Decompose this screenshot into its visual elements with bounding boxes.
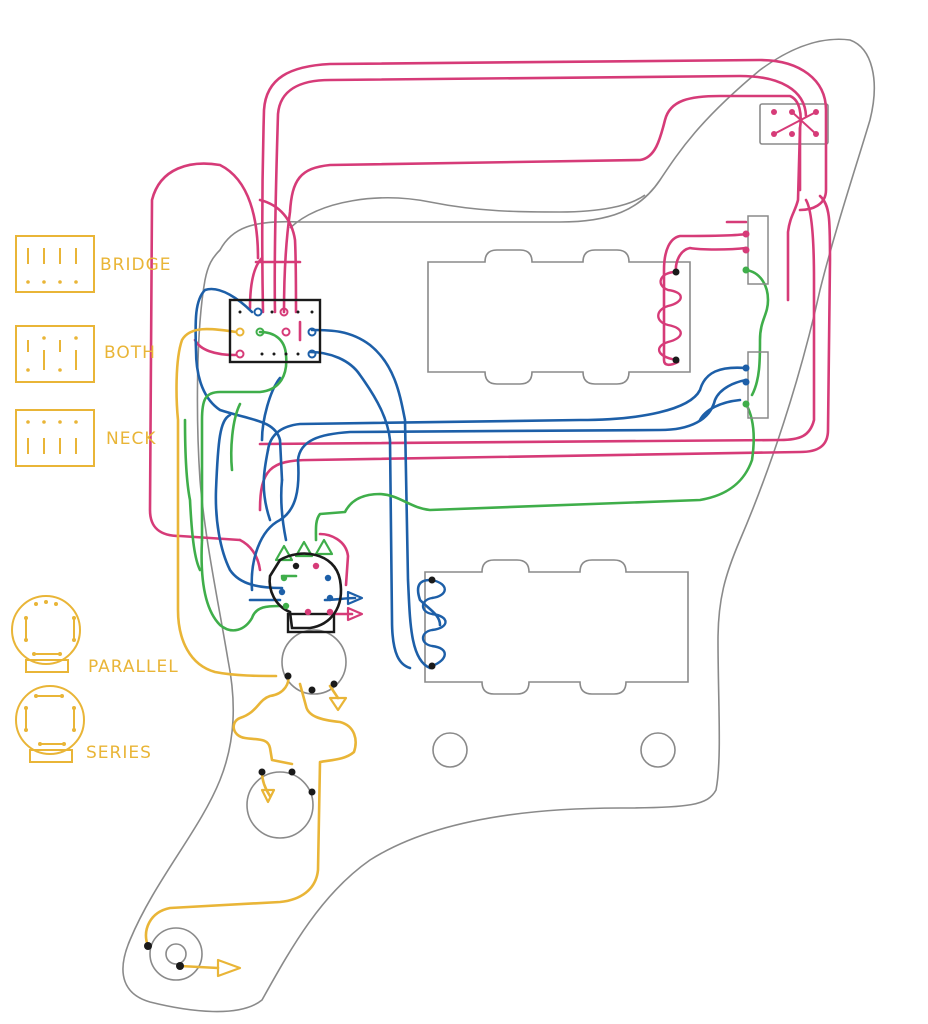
arrow-green-1 (274, 544, 294, 562)
label-neck: NECK (106, 429, 156, 449)
bridge-coil-terminal-top (428, 576, 436, 584)
rhythm-switch (771, 109, 819, 137)
jack-terminals (144, 942, 184, 970)
tone-pot-outline (281, 629, 347, 695)
pink-wires (148, 58, 832, 616)
rhythm-switch-plate (759, 103, 829, 145)
green-wires (183, 268, 770, 632)
arrow-pink-1 (346, 606, 364, 622)
neck-pickup-coil (657, 270, 682, 362)
jack-outer (149, 927, 203, 981)
arrow-green-3 (314, 538, 334, 556)
neck-terminal-strip (742, 215, 769, 285)
label-both: BOTH (104, 343, 156, 363)
ground-arrow-yellow-2 (260, 788, 276, 804)
neck-coil-terminal-top (672, 268, 680, 276)
pickguard-edge (122, 38, 876, 1013)
bridge-pickup-coil (421, 578, 447, 668)
mount-hole-right (640, 732, 676, 768)
blue-wires (194, 287, 748, 670)
tone-pot-terminals (284, 672, 338, 694)
label-series: SERIES (86, 743, 152, 763)
legend-parallel-pot (11, 595, 81, 673)
pickguard-outline (122, 38, 876, 1013)
arrow-blue-1 (346, 590, 364, 606)
legend-switch-both (15, 325, 95, 383)
yellow-wires (144, 327, 357, 970)
arrow-green-2 (294, 540, 314, 558)
neck-pickup-cutout (427, 249, 691, 385)
jack-inner (165, 943, 187, 965)
legend-switch-bridge (15, 235, 95, 293)
volume-pot-terminals (258, 768, 316, 796)
output-arrow-yellow (216, 958, 242, 978)
pickup-selector-switch (228, 298, 322, 364)
neck-coil-terminal-bottom (672, 356, 680, 364)
label-bridge: BRIDGE (100, 255, 172, 275)
bridge-pickup-cutout (424, 559, 689, 695)
neck-pocket-edge (289, 194, 646, 229)
terminal-arrows (216, 538, 364, 978)
mount-hole-left (432, 732, 468, 768)
bridge-coil-terminal-bottom (428, 662, 436, 670)
volume-pot-outline (246, 771, 314, 839)
label-parallel: PARALLEL (88, 657, 179, 677)
bridge-terminal-strip (742, 351, 769, 419)
legend-switch-neck (15, 409, 95, 467)
ground-arrow-yellow-1 (328, 696, 348, 712)
legend-series-pot (15, 685, 85, 763)
series-parallel-switch (268, 552, 343, 634)
